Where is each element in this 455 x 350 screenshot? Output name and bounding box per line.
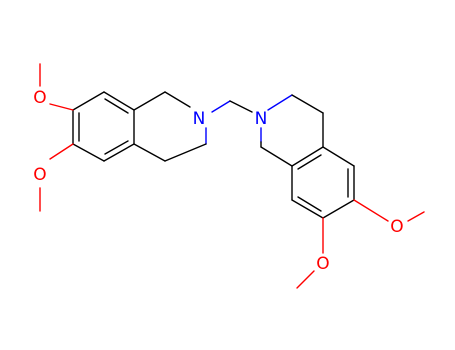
- left-methoxy-groups: [39, 63, 74, 212]
- left-piperidine-ring: [133, 91, 207, 162]
- bond: [291, 199, 324, 219]
- bond: [297, 196, 322, 212]
- right-methoxy-groups: [296, 199, 425, 289]
- bond: [267, 94, 293, 111]
- bond: [291, 146, 324, 167]
- methylene-bridge: [211, 100, 253, 113]
- oxygen-atom-right-bottom: O: [316, 254, 329, 274]
- bond: [322, 146, 355, 167]
- right-benzene-ring: [291, 146, 355, 219]
- nitrogen-atom-right: N: [255, 109, 268, 129]
- left-benzene-ring: [72, 91, 135, 162]
- bond: [322, 199, 355, 219]
- oxygen-atom-left-top: O: [33, 88, 46, 108]
- bond: [353, 199, 389, 222]
- right-piperidine-ring: [260, 94, 324, 167]
- nitrogen-atom-left: N: [193, 109, 206, 129]
- oxygen-atom-right-top: O: [390, 217, 403, 237]
- bond: [297, 154, 322, 170]
- bond: [291, 94, 324, 114]
- bond: [407, 211, 425, 222]
- bond: [296, 270, 315, 289]
- bond: [260, 146, 293, 167]
- oxygen-atom-left-bottom: O: [33, 165, 46, 185]
